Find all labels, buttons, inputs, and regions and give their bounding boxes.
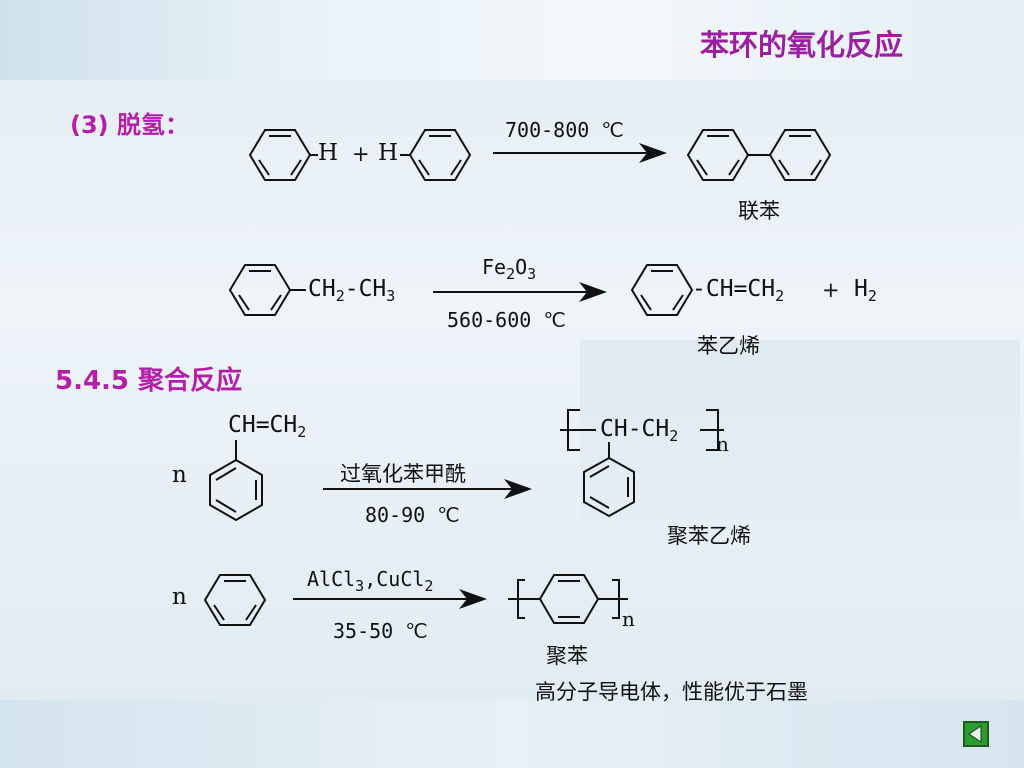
r4-note: 高分子导电体，性能优于石墨 bbox=[535, 680, 808, 704]
background-building-silhouette bbox=[580, 340, 1020, 520]
r2-plus-sign: + bbox=[822, 278, 840, 302]
r1-product-name: 联苯 bbox=[738, 199, 780, 223]
benzene-ring-r1-right bbox=[408, 129, 472, 181]
r2-reactant-formula: CH2-CH3 bbox=[308, 276, 396, 305]
r1-plus-sign: + bbox=[352, 142, 370, 166]
benzene-ring-r3-monomer bbox=[209, 458, 263, 522]
r4-condition: 35-50 ℃ bbox=[333, 619, 428, 643]
r4-product-name: 聚苯 bbox=[546, 644, 588, 668]
r3-reagent: 过氧化苯甲酰 bbox=[340, 462, 466, 486]
benzene-ring-r3-polymer bbox=[583, 456, 635, 518]
r2-condition: 560-600 ℃ bbox=[447, 308, 566, 332]
r3-product-name: 聚苯乙烯 bbox=[667, 524, 751, 548]
header-band bbox=[0, 0, 1024, 80]
benzene-ring-r2-styrene bbox=[630, 264, 694, 316]
r2-product-formula: -CH=CH2 bbox=[692, 276, 785, 305]
slide-title: 苯环的氧化反应 bbox=[700, 28, 904, 62]
footer-band bbox=[0, 700, 1024, 768]
benzene-ring-r2-ethylbenzene bbox=[228, 264, 292, 316]
play-triangle-icon bbox=[968, 725, 982, 743]
biphenyl-ring-right bbox=[768, 129, 832, 181]
r1-hydrogen-left: H bbox=[318, 140, 339, 166]
r4-polymer-n: n bbox=[622, 607, 635, 631]
r1-condition: 700-800 ℃ bbox=[505, 118, 624, 142]
benzene-ring-r1-left bbox=[248, 129, 312, 181]
r4-catalyst: AlCl3,CuCl2 bbox=[307, 567, 434, 595]
r2-hydrogen: H2 bbox=[854, 276, 877, 305]
r3-vinyl-group: CH=CH2 bbox=[228, 412, 307, 441]
r3-polymer-unit: CH-CH2 bbox=[600, 416, 679, 445]
r3-n-coefficient: n bbox=[172, 462, 187, 488]
benzene-ring-r4-polymer bbox=[538, 574, 600, 624]
next-slide-button[interactable] bbox=[963, 721, 989, 747]
r3-condition: 80-90 ℃ bbox=[365, 503, 460, 527]
benzene-ring-r4-monomer bbox=[203, 574, 267, 626]
r3-polymer-n: n bbox=[716, 432, 729, 456]
section-heading-dehydrogenation: (3) 脱氢： bbox=[70, 111, 189, 139]
r1-hydrogen-right: H bbox=[378, 140, 399, 166]
biphenyl-ring-left bbox=[686, 129, 750, 181]
r2-product-name: 苯乙烯 bbox=[697, 334, 760, 358]
r4-n-coefficient: n bbox=[172, 584, 187, 610]
r2-catalyst: Fe2O3 bbox=[482, 255, 537, 283]
section-heading-polymerization: 5.4.5 聚合反应 bbox=[55, 366, 243, 396]
